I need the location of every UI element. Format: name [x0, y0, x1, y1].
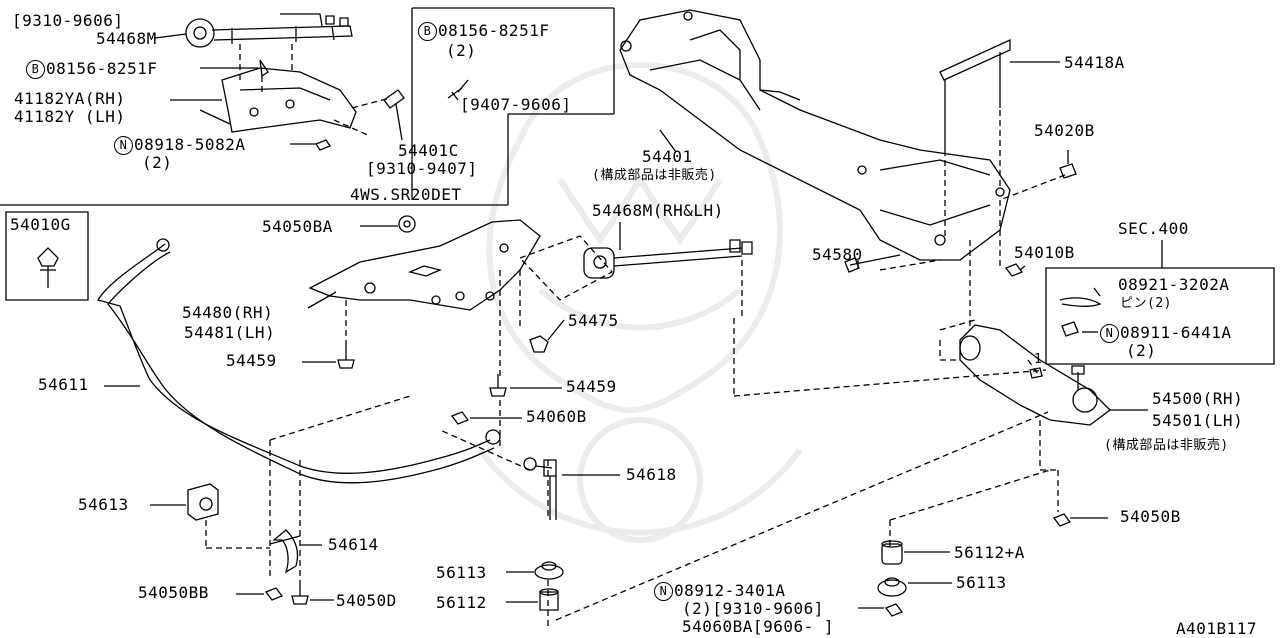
part-number-label: 54050D — [336, 591, 397, 610]
part-number-label: 54050BB — [138, 583, 209, 602]
part-number-label: 54459 — [226, 351, 277, 370]
part-number-label: 54475 — [568, 311, 619, 330]
nut-icon — [1060, 164, 1076, 178]
part-number-label: 56112 — [436, 593, 487, 612]
lower-bracket-icon — [310, 220, 540, 310]
part-number-label: 54501(LH) — [1152, 411, 1244, 430]
callout-number: 1 — [1034, 352, 1043, 367]
part-number-label: 54618 — [626, 465, 677, 484]
cotter-pin-icon — [1060, 298, 1100, 306]
part-number-label: 54401 — [642, 147, 693, 166]
part-number-label: 54611 — [38, 375, 89, 394]
date-range-label: [9310-9407] — [366, 159, 478, 178]
nut-icon — [266, 588, 282, 600]
n-marker-icon: N — [114, 136, 133, 155]
part-number-label: 54401C — [398, 141, 459, 160]
watermark-crest-icon — [480, 65, 800, 540]
mount-bracket-icon — [222, 60, 356, 132]
quantity-label: (2) — [142, 153, 173, 172]
nut-icon — [886, 604, 902, 616]
bolt-icon — [338, 340, 354, 368]
tension-rod-bracket-icon — [186, 14, 352, 47]
quantity-label: (2) — [1126, 341, 1157, 360]
stabilizer-link-icon — [524, 458, 556, 520]
part-number-label: 08921-3202A — [1118, 275, 1230, 294]
section-reference-link[interactable]: SEC.400 — [1118, 219, 1189, 238]
bolt-icon — [530, 336, 548, 352]
not-sold-note: (構成部品は非販売) — [1104, 438, 1229, 453]
b-marker-icon: B — [418, 22, 437, 41]
part-number-label: 54050B — [1120, 507, 1181, 526]
not-sold-note: (構成部品は非販売) — [592, 168, 717, 183]
bushing-icon — [540, 589, 558, 610]
nut-icon — [1054, 514, 1070, 526]
part-number-label: 54010G — [10, 215, 71, 234]
bushing-icon — [188, 484, 218, 520]
crossmember-icon — [620, 10, 1010, 260]
diagram-code: A401B117 — [1176, 619, 1258, 638]
date-range-label: [9407-9606] — [460, 95, 572, 114]
part-number-label: 54060BA[9606- ] — [682, 617, 834, 636]
quantity-date-label: (2)[9310-9606] — [682, 599, 824, 618]
part-number-label: 54050BA — [262, 217, 333, 236]
part-number-label: 54060B — [526, 407, 587, 426]
n-marker-icon: N — [654, 582, 673, 601]
bolt-icon — [384, 90, 404, 108]
part-number-label: 54481(LH) — [184, 323, 276, 342]
part-number-label: 56113 — [436, 563, 487, 582]
clamp-icon — [270, 530, 300, 572]
bolt-icon — [292, 580, 308, 604]
part-number-label: 54459 — [566, 377, 617, 396]
part-number-label: 41182Y (LH) — [14, 107, 126, 126]
bushing-icon — [399, 216, 415, 232]
nut-icon — [316, 140, 330, 150]
nut-icon — [1006, 264, 1022, 276]
part-number-label: 54468M — [96, 29, 157, 48]
pin-quantity-label: ピン(2) — [1120, 296, 1172, 311]
nut-icon — [452, 412, 468, 424]
part-number-label: 54020B — [1034, 121, 1095, 140]
part-number-label: 54010B — [1014, 243, 1075, 262]
part-number-label: 54480(RH) — [182, 303, 274, 322]
part-number-label: 41182YA(RH) — [14, 89, 126, 108]
tension-rod-icon — [584, 240, 752, 278]
model-note-label: 4WS.SR20DET — [350, 185, 462, 204]
bushing-icon — [535, 562, 563, 579]
part-number-label: 54580 — [812, 245, 863, 264]
b-marker-icon: B — [26, 60, 45, 79]
clip-icon — [38, 248, 58, 288]
part-number-label: 54468M(RH&LH) — [592, 201, 724, 220]
part-number-label: 56113 — [956, 573, 1007, 592]
bushing-icon — [878, 578, 906, 596]
part-number-label: 54418A — [1064, 53, 1125, 72]
nut-icon — [1062, 322, 1078, 336]
bushing-icon — [882, 541, 902, 564]
quantity-label: (2) — [446, 41, 477, 60]
lower-arm-icon — [960, 325, 1110, 425]
stud-plate-icon — [940, 40, 1010, 150]
part-number-label: 54614 — [328, 535, 379, 554]
part-number-label: 54613 — [78, 495, 129, 514]
bolt-icon — [490, 374, 506, 396]
date-range-label: [9310-9606] — [12, 11, 124, 30]
stabilizer-bar-icon — [98, 239, 500, 483]
part-number-label: 54500(RH) — [1152, 389, 1244, 408]
part-number-label: 56112+A — [954, 543, 1025, 562]
n-marker-icon: N — [1100, 324, 1119, 343]
